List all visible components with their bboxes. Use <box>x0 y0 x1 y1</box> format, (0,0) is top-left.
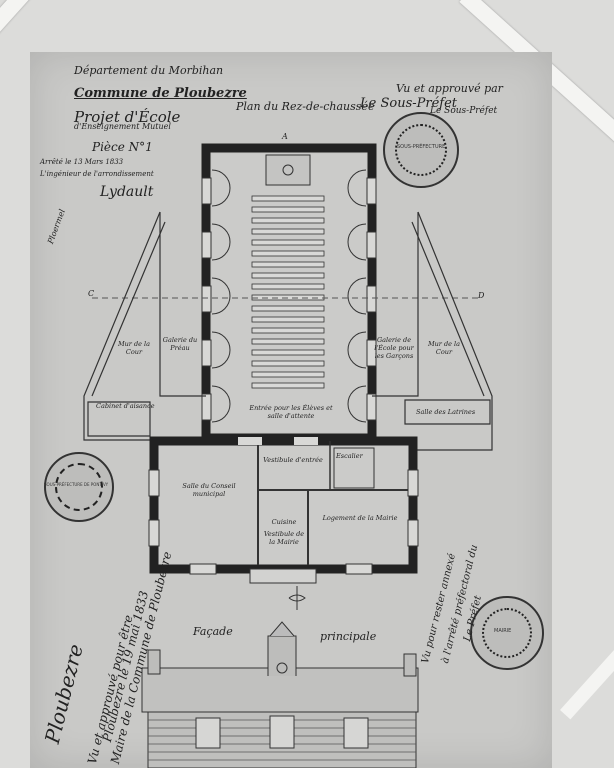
wall-niches <box>211 169 367 423</box>
approval-line: Vu et approuvé par <box>396 82 503 95</box>
bench <box>251 206 325 213</box>
bench <box>251 327 325 334</box>
school-hall-walls <box>201 143 377 443</box>
bench <box>251 250 325 257</box>
facade-label-principale: principale <box>320 630 377 643</box>
mairie-windows <box>148 469 419 575</box>
room-label-latrines: Salle des Latrines <box>416 408 476 416</box>
facade-label: Façade <box>193 625 233 638</box>
room-label-logement: Logement de la Mairie <box>322 514 398 522</box>
teacher-platform <box>265 154 311 186</box>
window-openings <box>201 177 377 421</box>
bench <box>251 283 325 290</box>
bench <box>251 217 325 224</box>
bench <box>251 360 325 367</box>
mairie-walls <box>149 436 418 584</box>
engineer-signature: Lydault <box>100 184 154 200</box>
room-label-salle-conseil: Salle du Conseil municipal <box>182 482 236 498</box>
section-mark-d: D <box>478 291 485 300</box>
official-stamp-top-right: SOUS-PRÉFECTURE <box>383 112 459 188</box>
room-label-cabinet-left: Cabinet d'aisance <box>96 402 155 410</box>
sous-prefet-signature: Le Sous-Préfet <box>360 96 458 111</box>
facade-elevation <box>141 621 419 768</box>
engineer-line: L'ingénieur de l'arrondissement <box>40 170 154 178</box>
piece-number: Pièce N°1 <box>92 140 153 154</box>
bench <box>251 371 325 378</box>
bench <box>251 305 325 312</box>
teaching-subtitle: d'Enseignement Mutuel <box>74 122 171 131</box>
bench <box>251 228 325 235</box>
room-label-cuisine: Cuisine <box>271 518 297 526</box>
bench <box>251 195 325 202</box>
bench <box>251 272 325 279</box>
approval-signature: Le Sous-Préfet <box>430 106 498 116</box>
bench <box>251 382 325 389</box>
bench <box>251 338 325 345</box>
section-mark-c: C <box>88 289 95 298</box>
bench <box>251 261 325 268</box>
room-label-escalier: Escalier <box>336 452 363 460</box>
flagpole <box>288 586 306 610</box>
room-label-galerie-right: Galerie de l'École pour les Garçons <box>374 336 414 360</box>
bench <box>251 239 325 246</box>
bench <box>251 316 325 323</box>
project-heading: Projet d'École <box>74 108 181 126</box>
date-line: Arrêté le 13 Mars 1833 <box>40 158 124 166</box>
room-label-entree: Entrée pour les Élèves et salle d'attent… <box>249 404 333 420</box>
room-label-vestibule: Vestibule d'entrée <box>263 456 323 464</box>
department-heading: Département du Morbihan <box>74 64 224 77</box>
student-benches <box>251 195 325 389</box>
section-mark-a: A <box>282 132 288 141</box>
room-label-cour-right: Mur de la Cour <box>427 340 461 356</box>
official-stamp-left: SOUS-PRÉFECTURE DE PONTIVY <box>44 452 114 522</box>
galleries <box>83 211 493 451</box>
bench <box>251 349 325 356</box>
room-label-vestibule-mairie: Vestibule de la Mairie <box>263 530 305 546</box>
room-label-cour-left: Mur de la Cour <box>117 340 151 356</box>
room-label-galerie-left: Galerie du Préau <box>162 336 198 352</box>
commune-heading: Commune de Ploubezre <box>74 86 247 101</box>
plan-title: Plan du Rez-de-chaussée <box>236 100 375 113</box>
official-stamp-bottom-right: MAIRIE <box>470 596 544 670</box>
